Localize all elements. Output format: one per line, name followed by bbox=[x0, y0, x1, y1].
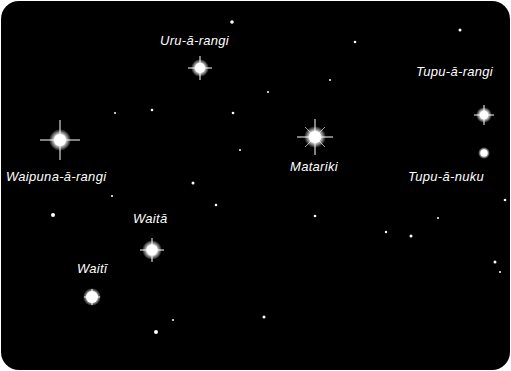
star-name: Tupu-ā-nuku bbox=[408, 170, 484, 183]
star-name: Waitī bbox=[77, 262, 107, 275]
faint-stars bbox=[51, 20, 506, 334]
star-name: Waipuna-ā-rangi bbox=[6, 170, 106, 183]
star-name: Waitā bbox=[133, 212, 168, 225]
star-name: Uru-ā-rangi bbox=[160, 34, 229, 47]
star-rays bbox=[40, 56, 494, 305]
bright-stars bbox=[54, 63, 488, 303]
star-glows bbox=[49, 59, 492, 306]
star-name: Tupu-ā-rangi bbox=[416, 65, 493, 78]
star-name: Matariki bbox=[290, 160, 338, 173]
